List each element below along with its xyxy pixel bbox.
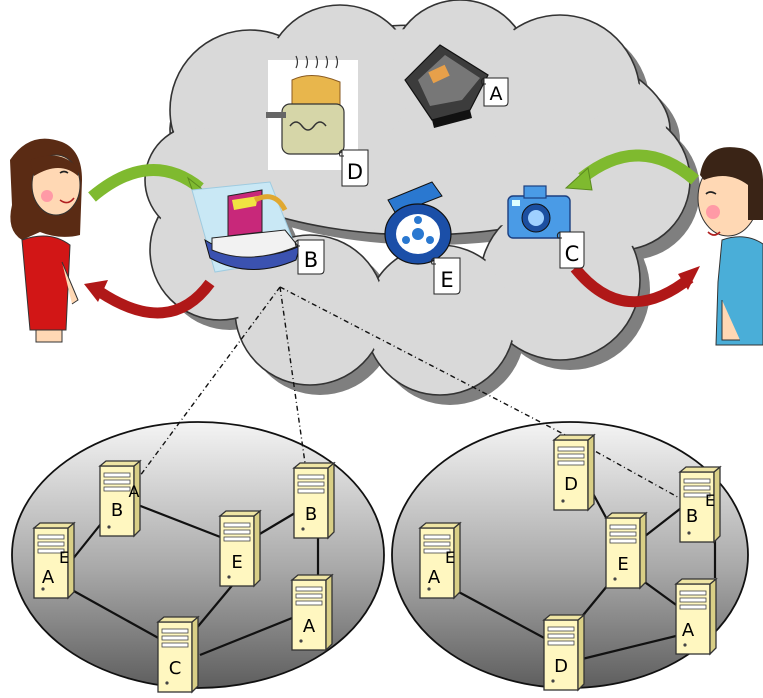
server-label: E (617, 554, 628, 575)
server-label: A (428, 567, 441, 588)
girl-icon (10, 138, 82, 343)
service-tag-a: A (480, 77, 509, 107)
server-label: D (564, 474, 578, 495)
server-label: D (554, 656, 568, 677)
service-label-c: C (565, 242, 580, 266)
camera-icon (507, 185, 571, 239)
service-tag-d: D (338, 149, 369, 187)
service-label-a: A (490, 83, 503, 105)
service-tag-e: E (430, 257, 461, 295)
server-label: E (231, 552, 242, 573)
server-left-2: A E (33, 522, 75, 599)
server-tag-label: A (129, 482, 140, 501)
server-tag-label: E (59, 548, 69, 567)
server-right-2: A E (419, 522, 461, 599)
server-tag-label: E (705, 491, 715, 510)
server-left-3: E (219, 510, 261, 587)
service-tag-c: C (556, 231, 585, 269)
server-label: B (111, 500, 123, 521)
server-left-4: B (293, 462, 335, 539)
service-tag-b: B (294, 239, 325, 275)
server-label: B (686, 506, 698, 527)
server-right-6: D (543, 614, 585, 691)
boy-icon (697, 147, 763, 346)
server-right-4: B E (679, 466, 721, 543)
red-arrow-left (96, 279, 215, 319)
red-arrow-right-head (678, 266, 700, 290)
server-left-5: A (291, 574, 333, 651)
server-label: A (682, 620, 695, 641)
lookup-lines (127, 286, 693, 506)
server-label: B (305, 504, 317, 525)
film-reel-icon (384, 181, 452, 265)
server-left-6: C (157, 616, 199, 693)
green-arrow-right (578, 149, 699, 185)
printer-icon (404, 44, 489, 128)
server-right-5: A (675, 578, 717, 655)
server-right-3: E (605, 512, 647, 589)
server-tag-label: E (445, 548, 455, 567)
red-arrow-left-head (84, 280, 108, 302)
server-label: A (42, 567, 55, 588)
server-right-1: D (553, 434, 595, 511)
service-label-e: E (440, 268, 453, 292)
service-label-b: B (304, 248, 318, 272)
service-label-d: D (347, 160, 363, 184)
green-arrow-right-head (564, 167, 593, 191)
red-arrow-right (570, 264, 694, 308)
server-label: C (169, 658, 182, 679)
server-label: A (303, 616, 316, 637)
boat-icon (191, 181, 301, 273)
server-left-1: B A (99, 460, 141, 537)
